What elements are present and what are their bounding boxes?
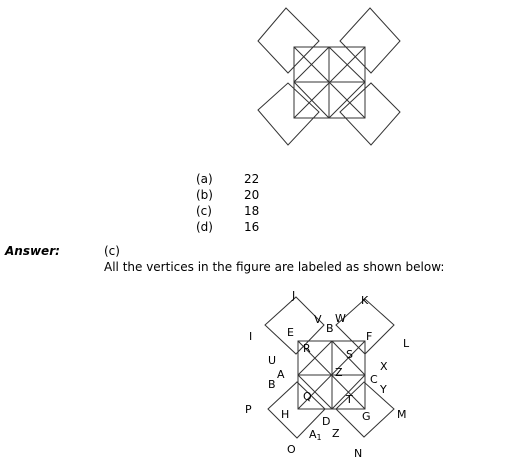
label-i: I xyxy=(249,330,252,343)
labeled-figure-lines xyxy=(264,296,395,439)
vertex-labels: J K I L V W E F B R S U X A Z C B Y Q T … xyxy=(245,289,410,460)
option-label: (a) xyxy=(196,172,213,186)
label-h: H xyxy=(281,408,289,421)
option-row: (b) 20 xyxy=(196,187,274,203)
label-z: Z xyxy=(335,366,343,379)
label-b: B xyxy=(326,322,334,335)
option-label: (d) xyxy=(196,220,213,234)
label-e: E xyxy=(287,326,294,339)
label-x: X xyxy=(380,360,388,373)
label-l: L xyxy=(403,337,410,350)
label-j: J xyxy=(291,289,295,302)
label-a1: A1 xyxy=(309,428,322,442)
label-a1-letter: A xyxy=(309,428,317,441)
answer-explanation: All the vertices in the figure are label… xyxy=(104,260,445,274)
label-y: Y xyxy=(379,383,387,396)
option-row: (c) 18 xyxy=(196,203,274,219)
question-figure xyxy=(257,7,401,146)
label-s: S xyxy=(346,348,353,361)
option-value: 20 xyxy=(244,188,260,202)
labeled-figure: J K I L V W E F B R S U X A Z C B Y Q T … xyxy=(245,289,410,460)
label-v: V xyxy=(314,313,322,326)
figure-inner-square xyxy=(293,46,366,119)
option-row: (a) 22 xyxy=(196,171,274,187)
label-n: N xyxy=(354,447,362,460)
label-q: Q xyxy=(303,390,312,403)
label-f: F xyxy=(366,330,372,343)
answer-label: Answer: xyxy=(5,244,60,258)
option-row: (d) 16 xyxy=(196,219,274,235)
option-label: (c) xyxy=(196,204,212,218)
label-b-lower: B xyxy=(268,378,276,391)
label-u: U xyxy=(268,354,276,367)
label-m: M xyxy=(397,408,407,421)
option-label: (b) xyxy=(196,188,213,202)
label-c: C xyxy=(370,373,378,386)
option-value: 18 xyxy=(244,204,260,218)
label-p: P xyxy=(245,403,252,416)
answer-choice: (c) xyxy=(104,244,120,258)
label-o: O xyxy=(287,443,296,456)
label-w: W xyxy=(335,312,346,325)
option-value: 22 xyxy=(244,172,260,186)
label-a1-subscript: 1 xyxy=(317,433,322,442)
label-z-lower: Z xyxy=(332,427,340,440)
answer-options: (a) 22 (b) 20 (c) 18 (d) 16 xyxy=(196,171,274,235)
label-k: K xyxy=(361,294,369,307)
figure-outer-squares xyxy=(257,7,401,146)
label-a: A xyxy=(277,368,285,381)
label-r: R xyxy=(303,342,311,355)
label-d: D xyxy=(322,415,330,428)
label-g: G xyxy=(362,410,371,423)
option-value: 16 xyxy=(244,220,260,234)
label-t: T xyxy=(345,393,353,406)
